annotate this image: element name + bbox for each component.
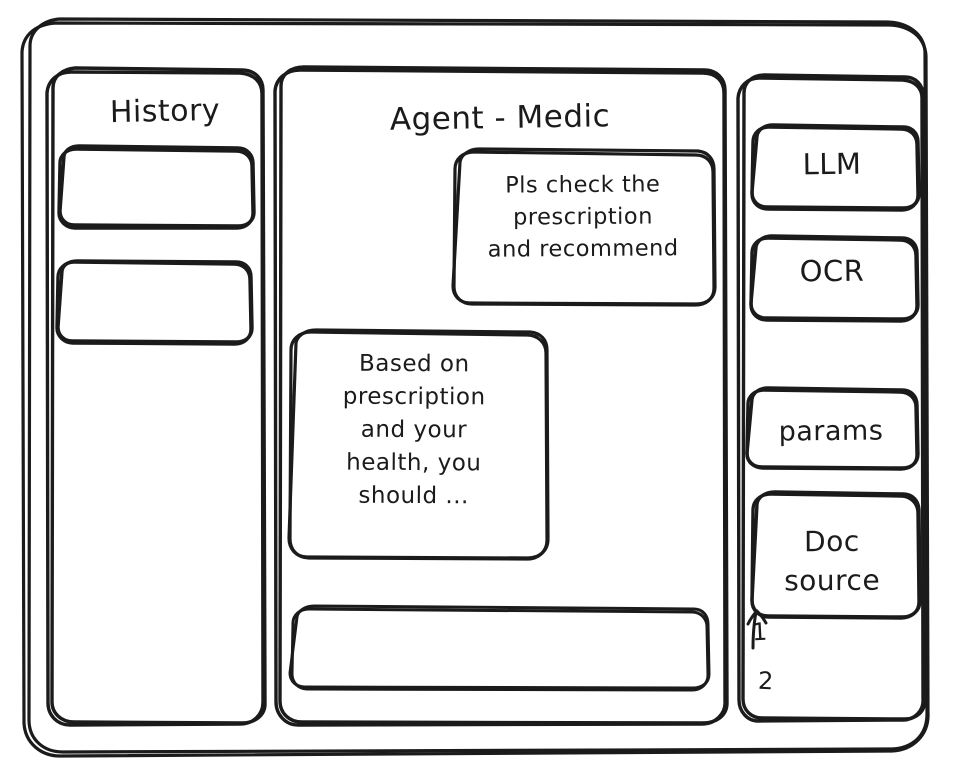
history-panel xyxy=(52,68,265,725)
composer-input-frame xyxy=(288,604,711,692)
tool-ocr-frame xyxy=(749,234,920,323)
tool-params-frame xyxy=(745,386,920,471)
tool-llm-frame xyxy=(750,123,921,212)
agent-panel-frame xyxy=(273,65,729,727)
tools-panel-frame xyxy=(736,73,927,723)
tools-panel xyxy=(738,75,925,721)
history-item-1-frame xyxy=(57,144,256,230)
doc-source-connector xyxy=(746,609,768,650)
app-window-frame xyxy=(20,17,930,758)
user-message-bubble-frame xyxy=(451,147,717,307)
agent-panel xyxy=(275,67,728,725)
agent-message-bubble-frame xyxy=(287,328,550,561)
history-item-2-frame xyxy=(55,259,254,346)
history-panel-frame xyxy=(45,66,267,727)
